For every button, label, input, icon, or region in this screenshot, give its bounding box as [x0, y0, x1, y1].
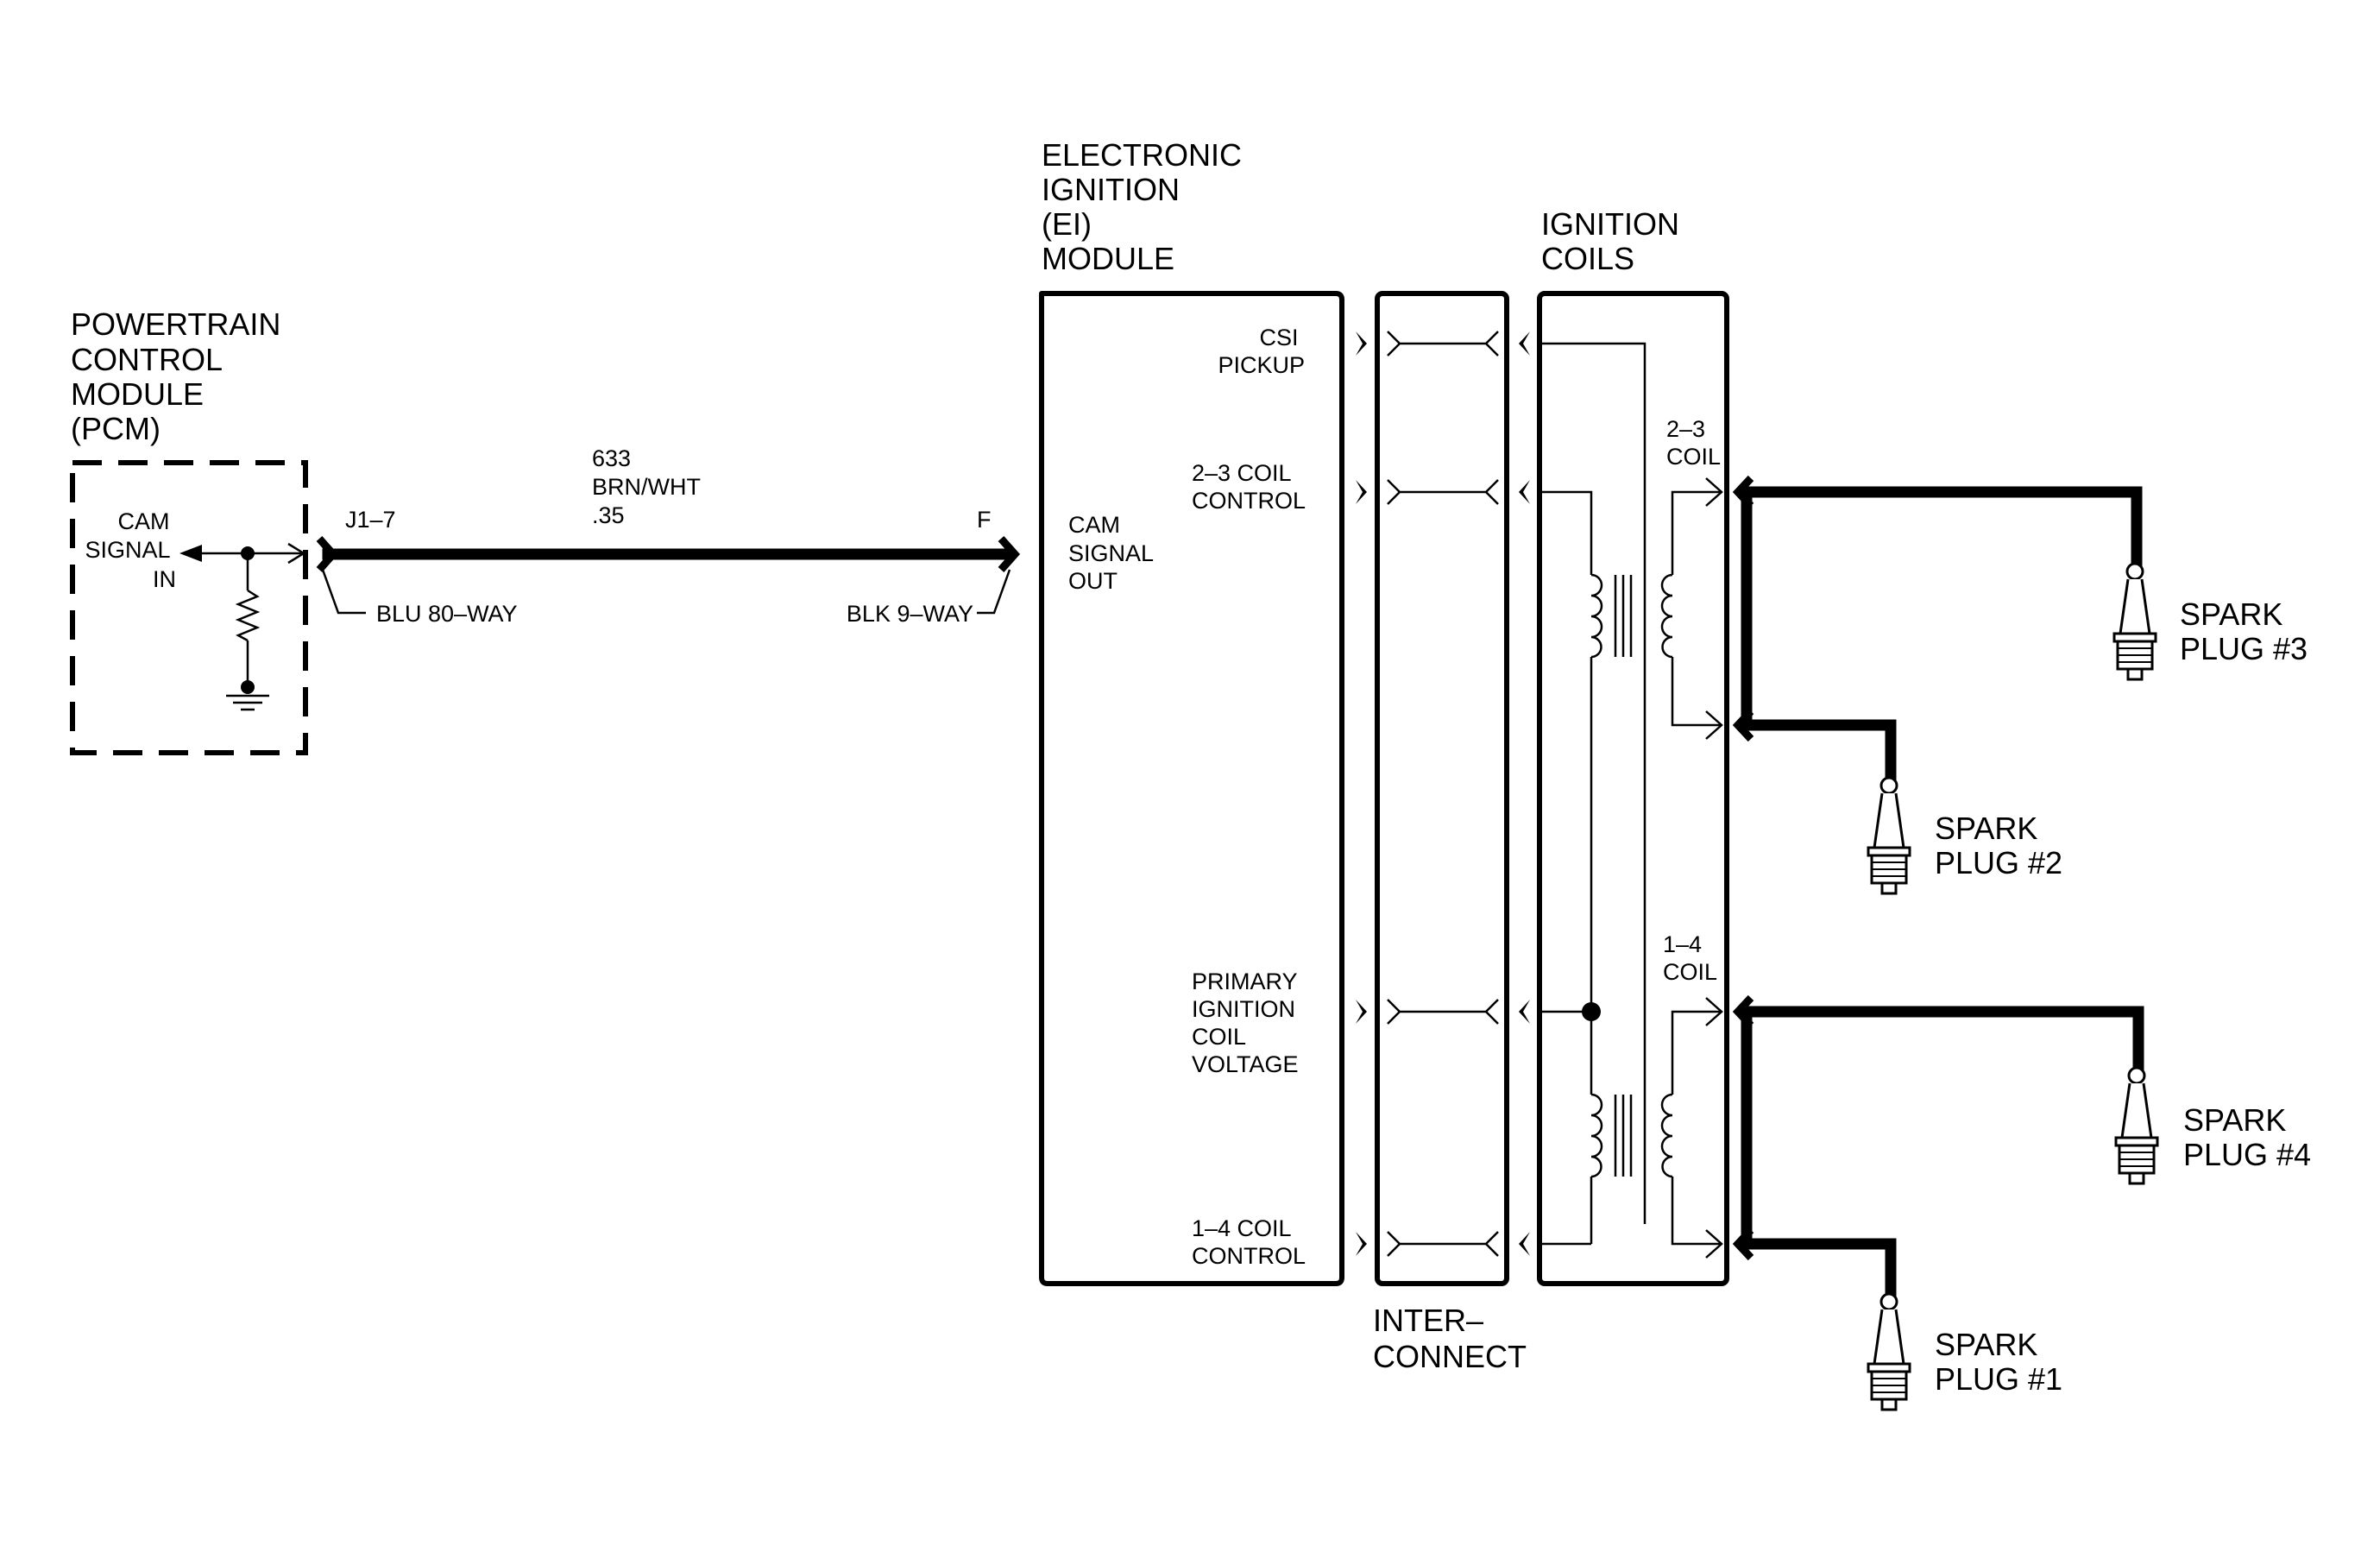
- pcm-block: POWERTRAIN CONTROL MODULE (PCM) CAM SIGN…: [70, 306, 308, 755]
- interconnect-block: INTER– CONNECT: [1373, 291, 1527, 1374]
- pin-j1-7-label: J1–7: [345, 507, 396, 533]
- coil-14-core: [1614, 1095, 1633, 1177]
- coil-14-control-label: 1–4 COIL CONTROL: [1192, 1215, 1306, 1269]
- coil-23-core: [1614, 575, 1633, 657]
- coil-14-label: 1–4 COIL: [1663, 931, 1717, 985]
- cam-signal-out-label: CAM SIGNAL OUT: [1068, 512, 1160, 594]
- pcm-title: POWERTRAIN CONTROL MODULE (PCM): [71, 306, 289, 446]
- junction-dot: [241, 680, 255, 694]
- ignition-coils-title: IGNITION COILS: [1541, 206, 1688, 276]
- coil-23-primary-winding: [1590, 573, 1603, 659]
- cam-signal-wire: J1–7 633 BRN/WHT .35 F BLU 80–WAY BLK 9–…: [316, 445, 1021, 627]
- coil-circuits: [1541, 342, 1723, 1259]
- spark-plug-4-label: SPARK PLUG #4: [2183, 1102, 2311, 1172]
- coil-14-secondary-winding: [1660, 1093, 1673, 1178]
- coil-23-secondary-winding: [1660, 573, 1673, 659]
- ei-module-box: [1039, 291, 1344, 1286]
- spark-plug-4-icon: [2114, 1066, 2159, 1185]
- ignition-coils-block: IGNITION COILS 2–3 COIL 1–4 COIL: [1537, 206, 1729, 1286]
- spark-plug-2-label: SPARK PLUG #2: [1935, 811, 2062, 880]
- pcm-dashed-border: [70, 460, 308, 755]
- coil-14-primary-winding: [1590, 1093, 1603, 1178]
- spark-plug-3-icon: [2112, 562, 2157, 681]
- coil-23-control-label: 2–3 COIL CONTROL: [1192, 460, 1306, 514]
- spark-plug-1-label: SPARK PLUG #1: [1935, 1327, 2062, 1397]
- spark-plug-1-icon: [1867, 1292, 1911, 1411]
- cam-signal-in-label: CAM SIGNAL IN: [85, 508, 176, 592]
- spark-plug-2-icon: [1867, 776, 1911, 895]
- blu-connector-label: BLU 80–WAY: [376, 601, 518, 627]
- interconnect-box: [1375, 291, 1509, 1286]
- connector-chevrons: [1356, 331, 1530, 1256]
- ignition-coils-box: [1537, 291, 1729, 1286]
- arrow-left-icon: [179, 545, 202, 562]
- spark-plug-3-label: SPARK PLUG #3: [2180, 596, 2308, 666]
- wire-label: 633 BRN/WHT .35: [592, 445, 707, 528]
- coil-23-label: 2–3 COIL: [1666, 416, 1721, 470]
- blk-connector-label: BLK 9–WAY: [847, 601, 973, 627]
- spark-plug-wires: [1732, 475, 2144, 1301]
- primary-ignition-coil-voltage-label: PRIMARY IGNITION COIL VOLTAGE: [1192, 969, 1304, 1077]
- interconnect-label: INTER– CONNECT: [1373, 1303, 1527, 1374]
- csi-pickup-label: CSI PICKUP: [1218, 325, 1305, 378]
- ei-module-block: ELECTRONIC IGNITION (EI) MODULE CAM SIGN…: [1039, 137, 1344, 1286]
- ground-icon: [226, 694, 269, 711]
- ei-module-title: ELECTRONIC IGNITION (EI) MODULE: [1042, 137, 1250, 276]
- resistor-icon: [235, 589, 261, 642]
- interconnect-circuits: [1387, 331, 1499, 1257]
- pin-f-label: F: [977, 507, 992, 533]
